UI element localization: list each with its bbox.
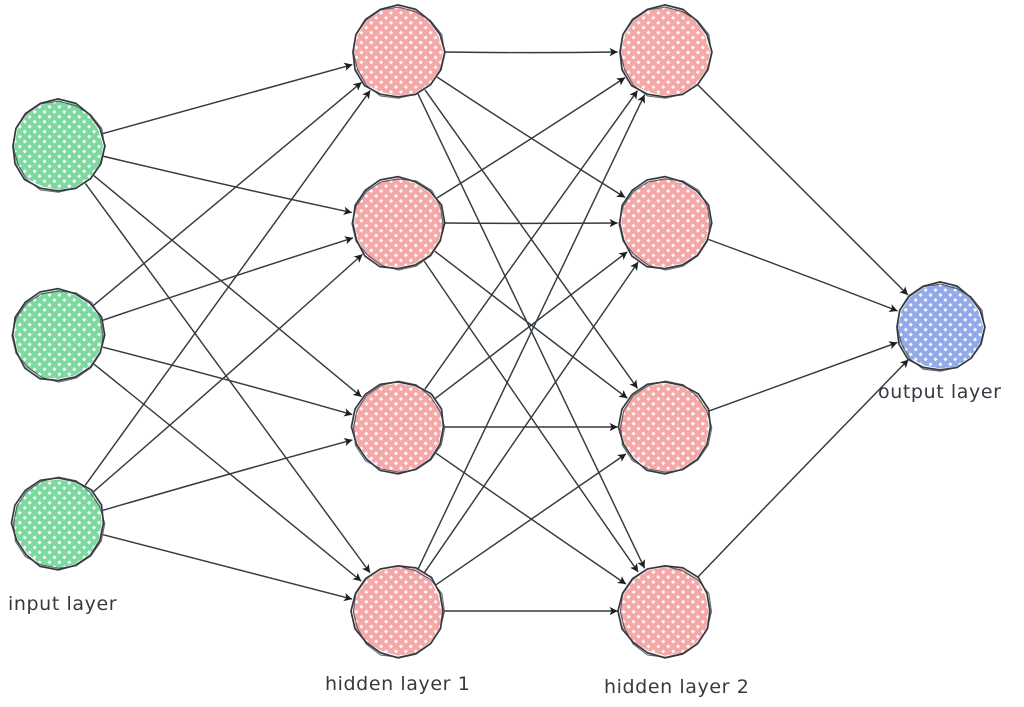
edge-i2-h1d	[93, 363, 362, 582]
edge-h2c-o1	[708, 341, 898, 412]
edge-i3-h1d	[102, 534, 353, 602]
edge-h1d-h2b	[423, 261, 639, 574]
edge-h1a-h2b	[436, 76, 626, 198]
node-outline-sketch	[353, 380, 446, 473]
node-outline-sketch	[11, 290, 104, 383]
layer-label-hidden1: hidden layer 1	[325, 673, 470, 695]
edge-i3-h1a	[84, 90, 371, 486]
node-outline-sketch	[618, 178, 711, 271]
edge-h1d-h2a	[417, 94, 646, 570]
edge-h2b-o1	[708, 238, 898, 312]
edge-h2a-o1	[697, 84, 909, 296]
node-fill	[621, 178, 711, 268]
edge-h1a-h2a	[444, 47, 618, 57]
edge-h1b-h2a	[436, 77, 626, 199]
node-outline-sketch	[896, 283, 986, 372]
node-hidden2-4[interactable]	[617, 564, 713, 659]
node-outline-sketch	[619, 6, 713, 99]
node-fill	[12, 479, 102, 569]
edge-i1-h1a	[102, 62, 353, 135]
node-fill	[354, 6, 444, 96]
layer-label-hidden2: hidden layer 2	[604, 676, 749, 698]
node-fill	[619, 383, 709, 473]
node-outline-sketch	[352, 565, 446, 658]
node-hidden2-1[interactable]	[619, 4, 713, 99]
edge-i2-h1c	[102, 346, 353, 417]
node-input-3[interactable]	[10, 476, 106, 571]
edge-i1-h1d	[85, 183, 371, 573]
edge-h1c-h2d	[435, 452, 627, 585]
node-hidden1-1[interactable]	[352, 4, 446, 99]
node-input-2[interactable]	[11, 287, 106, 383]
layer-label-output: output layer	[878, 381, 1002, 403]
node-outline	[11, 287, 106, 382]
edge-i1-h1c	[93, 175, 362, 398]
node-fill	[621, 6, 711, 96]
node-outline-sketch	[351, 178, 444, 271]
node-outline	[618, 175, 713, 270]
node-fill	[14, 290, 104, 380]
edges-group	[84, 47, 909, 616]
node-fill	[898, 283, 984, 369]
edge-h1d-h2c	[435, 453, 627, 586]
node-hidden2-3[interactable]	[617, 380, 713, 475]
edge-i2-h1b	[101, 236, 354, 322]
edge-h1b-h2d	[423, 260, 639, 573]
node-fill	[352, 566, 442, 656]
edge-i1-h1b	[103, 155, 352, 215]
edge-h2d-o1	[696, 359, 909, 578]
node-outline-sketch	[352, 6, 446, 99]
node-output-1[interactable]	[896, 281, 986, 372]
node-hidden1-3[interactable]	[350, 380, 446, 475]
node-outline-sketch	[620, 380, 713, 473]
edge-i3-h1c	[102, 437, 353, 511]
node-hidden1-2[interactable]	[351, 175, 446, 271]
node-fill	[354, 178, 444, 268]
edge-h1c-h2a	[424, 90, 638, 390]
nodes-group	[10, 4, 986, 659]
node-input-1[interactable]	[12, 98, 106, 193]
labels-group: input layer hidden layer 1 hidden layer 2 o…	[8, 381, 1002, 698]
edge-h1a-h2c	[424, 89, 638, 389]
edge-h1b-h2c	[434, 250, 628, 399]
node-outline-sketch	[619, 565, 713, 658]
node-hidden1-4[interactable]	[350, 564, 446, 659]
edge-i2-h1a	[93, 81, 362, 306]
node-outline-sketch	[13, 476, 106, 569]
node-fill	[619, 566, 709, 656]
node-outline-sketch	[12, 100, 106, 193]
node-fill	[14, 100, 104, 190]
edge-i3-h1b	[92, 254, 363, 493]
layer-label-input: input layer	[8, 593, 117, 615]
node-outline	[351, 175, 446, 270]
edge-h1c-h2b	[434, 251, 628, 400]
node-fill	[352, 383, 442, 473]
node-hidden2-2[interactable]	[618, 175, 713, 271]
